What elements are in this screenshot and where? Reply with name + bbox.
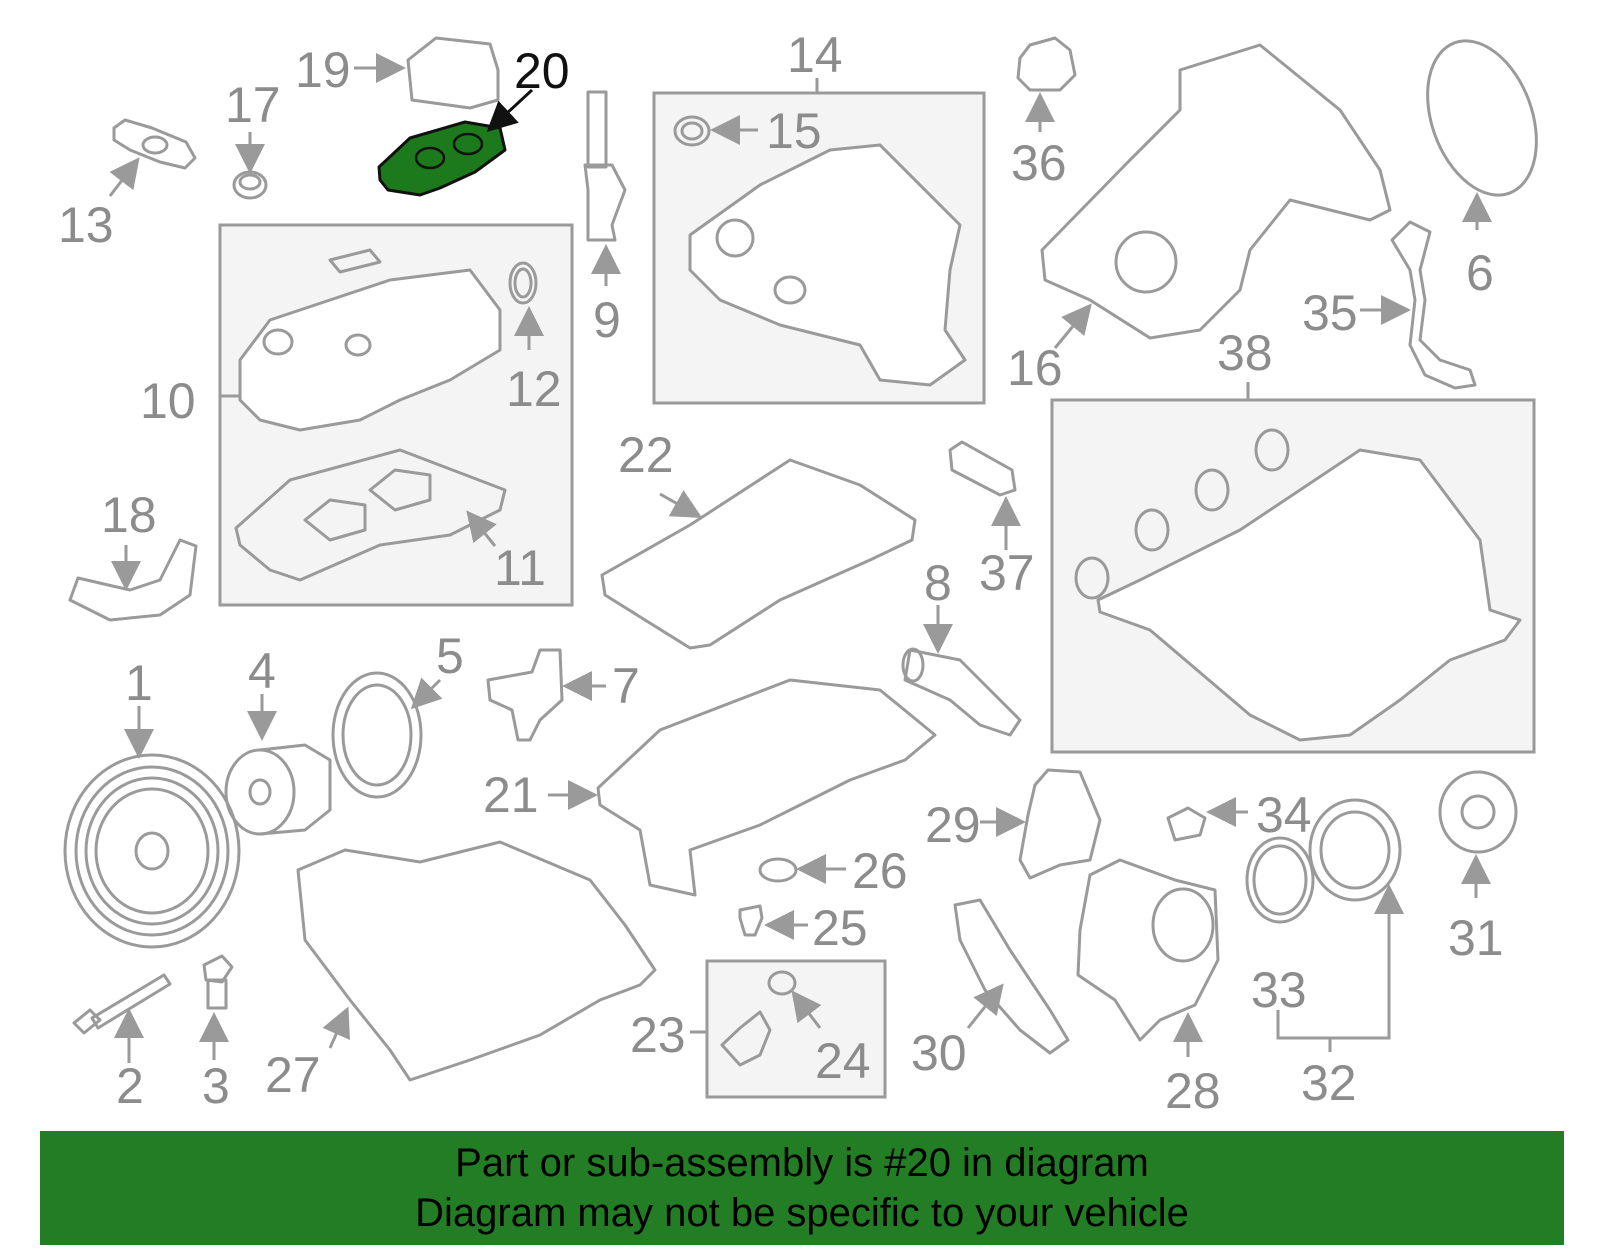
part-24-o-ring xyxy=(767,970,822,1029)
part-20-gasket xyxy=(377,88,534,197)
part-23-sensor xyxy=(690,1010,772,1067)
callout-27: 27 xyxy=(265,1047,321,1103)
part-1-pulley xyxy=(63,706,241,949)
part-31-filter-cap xyxy=(1438,770,1518,898)
callout-1: 1 xyxy=(125,655,153,711)
callout-15: 15 xyxy=(766,103,822,159)
parts-diagram: 1 2 3 4 5 6 7 8 9 10 11 12 13 14 15 16 1… xyxy=(58,27,1538,1119)
callout-18: 18 xyxy=(101,487,157,543)
callout-24: 24 xyxy=(815,1033,871,1089)
banner-line-1: Part or sub-assembly is #20 in diagram xyxy=(455,1141,1149,1185)
part-35-sensor-cable xyxy=(1360,220,1477,390)
callout-26: 26 xyxy=(852,843,908,899)
callout-37: 37 xyxy=(979,545,1035,601)
part-38-intake-manifold xyxy=(1074,382,1522,742)
callout-38: 38 xyxy=(1217,325,1273,381)
callout-33: 33 xyxy=(1251,962,1307,1018)
part-29-bracket xyxy=(980,768,1102,880)
callout-22: 22 xyxy=(618,427,674,483)
callout-13: 13 xyxy=(58,197,114,253)
part-8-solenoid xyxy=(901,605,1022,737)
callout-36: 36 xyxy=(1011,135,1067,191)
part-34-sensor xyxy=(1166,797,1248,842)
part-13-gasket xyxy=(108,118,197,197)
part-21-oil-pan xyxy=(548,678,937,897)
part-32-filter xyxy=(1276,798,1404,1052)
callout-17: 17 xyxy=(225,77,281,133)
part-16-timing-cover xyxy=(1040,43,1392,349)
part-19-valve xyxy=(354,36,500,110)
part-7-sensor xyxy=(486,648,606,742)
callout-10: 10 xyxy=(140,373,196,429)
part-33-seal xyxy=(1245,836,1315,924)
callout-14: 14 xyxy=(787,27,843,83)
part-27-lower-pan xyxy=(296,840,657,1082)
part-10-valve-cover xyxy=(220,248,502,432)
callout-31: 31 xyxy=(1448,910,1504,966)
part-26-washer xyxy=(758,854,846,884)
part-9-sensor xyxy=(583,90,627,286)
part-36-bushing xyxy=(1016,36,1077,132)
callout-3: 3 xyxy=(202,1058,230,1114)
part-14-engine-cover xyxy=(688,78,967,387)
callout-2: 2 xyxy=(116,1058,144,1114)
callout-21: 21 xyxy=(483,767,539,823)
callout-8: 8 xyxy=(924,555,952,611)
part-25-plug xyxy=(738,904,808,940)
part-2-bolt xyxy=(72,973,172,1063)
callout-19: 19 xyxy=(295,42,351,98)
callout-16: 16 xyxy=(1007,340,1063,396)
part-6-ring xyxy=(1426,39,1538,230)
callout-30: 30 xyxy=(911,1025,967,1081)
part-15-o-ring xyxy=(673,115,758,147)
callout-6: 6 xyxy=(1466,245,1494,301)
callout-29: 29 xyxy=(925,797,981,853)
part-18-hose xyxy=(68,538,198,622)
part-22-pan-gasket xyxy=(600,458,917,650)
part-3-bolt xyxy=(199,954,234,1060)
callout-23: 23 xyxy=(630,1007,686,1063)
callout-25: 25 xyxy=(812,900,868,956)
callout-7: 7 xyxy=(612,658,640,714)
callout-9: 9 xyxy=(593,292,621,348)
callout-12: 12 xyxy=(506,361,562,417)
info-banner: Part or sub-assembly is #20 in diagram D… xyxy=(40,1131,1564,1245)
part-30-chain xyxy=(953,898,1070,1055)
part-12-seal xyxy=(508,261,544,350)
banner-line-2: Diagram may not be specific to your vehi… xyxy=(415,1191,1189,1235)
part-37-sensor xyxy=(948,440,1021,550)
callout-11: 11 xyxy=(494,540,546,596)
part-5-seal xyxy=(331,671,443,799)
part-17-cap xyxy=(232,132,268,200)
part-28-water-pump xyxy=(1076,858,1220,1057)
callout-20: 20 xyxy=(514,43,570,99)
callout-4: 4 xyxy=(248,643,276,699)
callout-35: 35 xyxy=(1302,285,1358,341)
callout-32: 32 xyxy=(1301,1055,1357,1111)
group-box-23 xyxy=(705,959,887,1099)
callout-28: 28 xyxy=(1165,1063,1221,1119)
callout-5: 5 xyxy=(436,628,464,684)
part-4-hub xyxy=(224,694,332,836)
callout-34: 34 xyxy=(1256,787,1312,843)
part-11-gasket xyxy=(234,448,507,582)
